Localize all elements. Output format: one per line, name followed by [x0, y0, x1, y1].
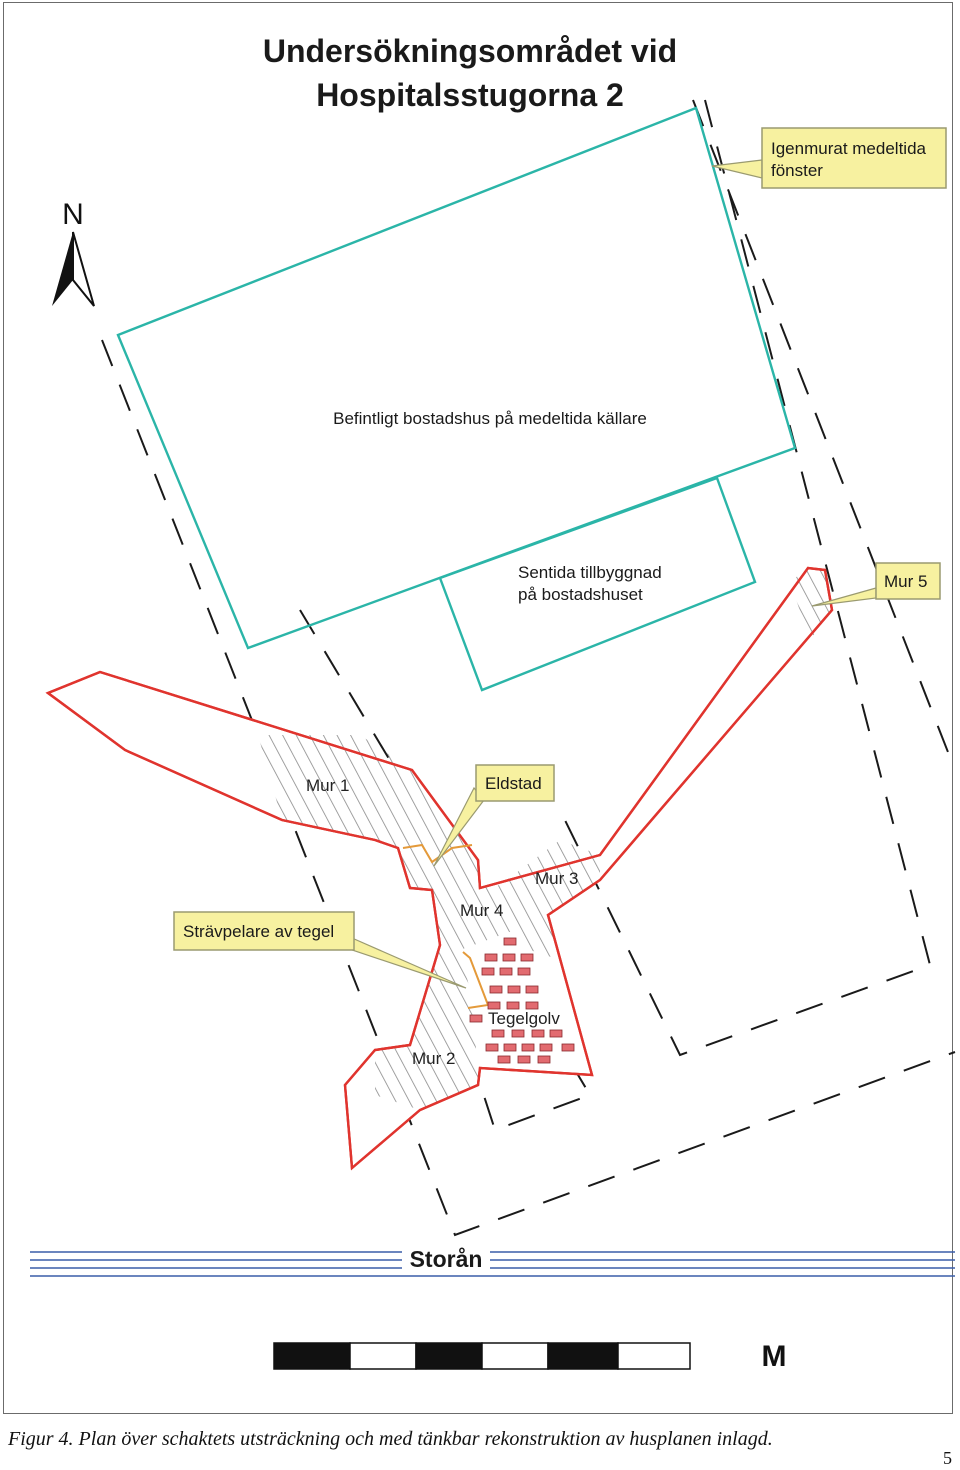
extension-label-line2: på bostadshuset [518, 585, 643, 604]
callout-stravpelare: Strävpelare av tegel [173, 911, 467, 989]
scale-bar [273, 1342, 691, 1370]
callout-eldstad: Eldstad [433, 764, 555, 867]
callout-window-line1: Igenmurat medeltida [771, 139, 927, 158]
callout-stravpelare-label: Strävpelare av tegel [183, 922, 334, 941]
figure-caption: Figur 4. Plan över schaktets utsträcknin… [8, 1428, 773, 1450]
map-title-line1: Undersökningsområdet vid [263, 33, 677, 69]
mur3-label: Mur 3 [535, 869, 578, 888]
stravpelare-outline [462, 951, 490, 1009]
callout-window-line2: fönster [771, 161, 823, 180]
eldstad-outline [402, 843, 473, 864]
existing-house-outline [116, 106, 797, 650]
river-storan [30, 1251, 955, 1277]
mur2-label: Mur 2 [412, 1049, 455, 1068]
callout-eldstad-label: Eldstad [485, 774, 542, 793]
brick-floor [469, 937, 575, 1064]
tegelgolv-label: Tegelgolv [488, 1009, 560, 1028]
site-plan-map: Undersökningsområdet vid Hospitalsstugor… [30, 33, 956, 1373]
callout-mur5: Mur 5 [811, 562, 941, 607]
wall-mur1-hatch [258, 735, 480, 890]
callout-window: Igenmurat medeltida fönster [711, 127, 947, 189]
wall-mur3-hatch [500, 840, 600, 960]
map-title-line2: Hospitalsstugorna 2 [316, 77, 624, 113]
mur4-label: Mur 4 [460, 901, 503, 920]
river-label-bg [402, 1245, 490, 1273]
existing-house-label: Befintligt bostadshus på medeltida källa… [333, 409, 647, 428]
extension-label-line1: Sentida tillbyggnad [518, 563, 662, 582]
extension-outline [438, 476, 757, 692]
north-arrow-icon: N [52, 198, 95, 307]
north-label: N [62, 198, 84, 231]
mur1-label: Mur 1 [306, 776, 349, 795]
page-number: 5 [943, 1448, 952, 1468]
trench-area [45, 566, 834, 1171]
scale-unit-label: M [762, 1340, 787, 1373]
wall-mur2-hatch [375, 945, 480, 1110]
river-label: Storån [410, 1246, 483, 1272]
wall-mur4-hatch [432, 885, 515, 950]
callout-mur5-label: Mur 5 [884, 572, 927, 591]
reconstruction-dashed-outline [101, 99, 956, 1237]
